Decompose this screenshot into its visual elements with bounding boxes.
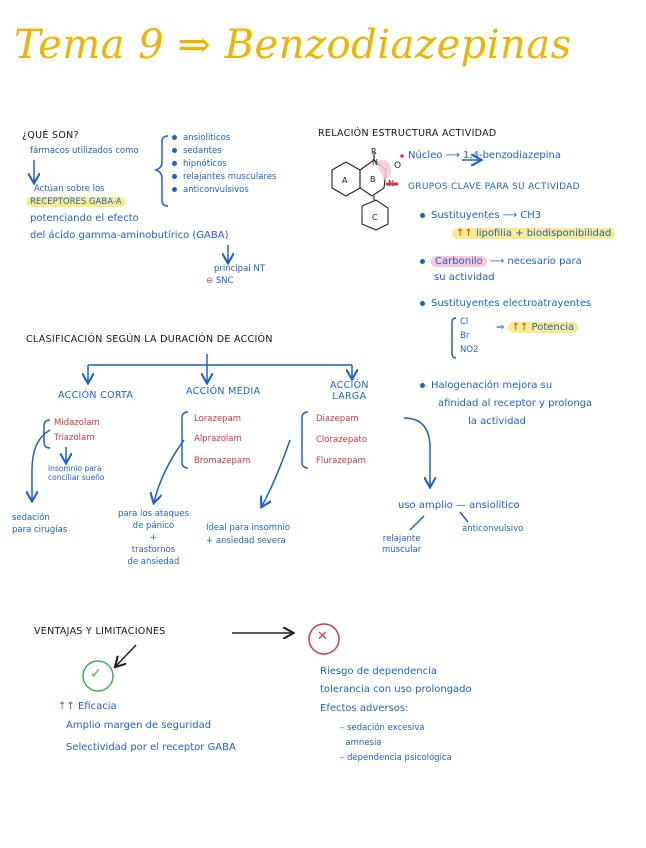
nt-note1: principal NT [214, 264, 265, 274]
potencia-line: ⇒ ↑↑ Potencia [496, 322, 579, 333]
grupos-header: Grupos clave para su actividad [408, 182, 580, 192]
que-son-line4: del ácido gamma-aminobutírico (GABA) [30, 230, 229, 241]
drug-midazolam: Midazolam [54, 418, 100, 428]
pro-margen: Amplio margen de seguridad [66, 720, 212, 731]
media-use-b: Ideal para insomnio+ ansiedad severa [206, 523, 291, 546]
use-item: anticonvulsivos [172, 184, 276, 197]
drug-triazolam: Triazolam [54, 433, 95, 443]
media-title: Acción media [186, 386, 261, 397]
drug-flurazepam: Flurazepam [316, 456, 366, 466]
uso-amplio: uso amplio — ansiolítico [398, 500, 520, 511]
carbonilo-line: Carbonilo ⟶ necesario para [420, 256, 582, 267]
drug-alprazolam: Alprazolam [194, 434, 242, 444]
halog1: Halogenación mejora su [420, 380, 552, 391]
mol-label-o: O [394, 161, 401, 171]
drug-lorazepam: Lorazepam [194, 414, 242, 424]
pro-selectividad: Selectividad por el receptor GABA [66, 742, 236, 753]
que-son-line3: potenciando el efecto [30, 213, 139, 224]
drug-clorazepato: Clorazepato [316, 435, 368, 445]
mol-label-n1: N [372, 158, 378, 167]
sust1: Sustituyentes ⟶ CH3 [420, 210, 541, 221]
use-item: ansiolíticos [172, 132, 276, 145]
que-son-line1: fármacos utilizados como [30, 146, 139, 156]
receptores-gaba: RECEPTORES GABA-A [26, 197, 126, 207]
mol-label-r: R [371, 148, 377, 156]
sust2: Sustituyentes electroatrayentes [420, 298, 591, 309]
mol-label-c: C [372, 213, 378, 222]
benzodiazepine-structure: R N N O A B C [331, 148, 404, 231]
corta-title: Acción corta [58, 390, 134, 401]
uses-list: ansiolíticos sedantes hipnóticos relajan… [172, 132, 276, 197]
clasificacion-header: Clasificación según la duración de acció… [26, 334, 273, 345]
nucleo: Núcleo ⟶ 1,4-benzodiazepina [408, 150, 562, 161]
mol-label-a: A [342, 176, 348, 185]
con-efectos: Efectos adversos: [320, 703, 409, 714]
group-no2: NO2 [460, 345, 479, 355]
group-cl: Cl [460, 317, 469, 327]
nt-note2: ⊖ SNC [206, 276, 234, 286]
drug-bromazepam: Bromazepam [194, 456, 251, 466]
drug-diazepam: Diazepam [316, 414, 359, 424]
close-icon: ✕ [317, 629, 328, 644]
con-tolerancia: tolerancia con uso prolongado [320, 684, 472, 695]
halog2: afinidad al receptor y prolonga [438, 398, 593, 409]
group-br: Br [460, 331, 470, 341]
mol-label-b: B [370, 175, 376, 184]
larga-title: Acciónlarga [330, 380, 369, 402]
que-son-line2a: Actúan sobre los [34, 184, 105, 194]
anticonvulsivo: anticonvulsivo [462, 524, 524, 534]
use-item: sedantes [172, 145, 276, 158]
con-dependencia: Riesgo de dependencia [320, 666, 437, 677]
que-son-header: ¿Qué son? [22, 130, 79, 141]
page-title: Tema 9 ⇒ Benzodiazepinas [14, 22, 572, 68]
use-item: hipnóticos [172, 158, 276, 171]
sust1-effect: ↑↑ lipofilia + biodisponibilidad [452, 228, 616, 239]
sar-header: Relación estructura actividad [318, 128, 497, 139]
use-item: relajantes musculares [172, 171, 276, 184]
ventajas-header: Ventajas y limitaciones [34, 626, 166, 637]
halog3: la actividad [468, 416, 526, 427]
check-icon: ✓ [90, 666, 102, 682]
adverse-list: – sedación excesiva amnesia – dependenci… [340, 723, 452, 763]
carbonilo-line2: su actividad [434, 272, 495, 283]
pro-eficacia: ↑↑ Eficacia [58, 701, 117, 712]
